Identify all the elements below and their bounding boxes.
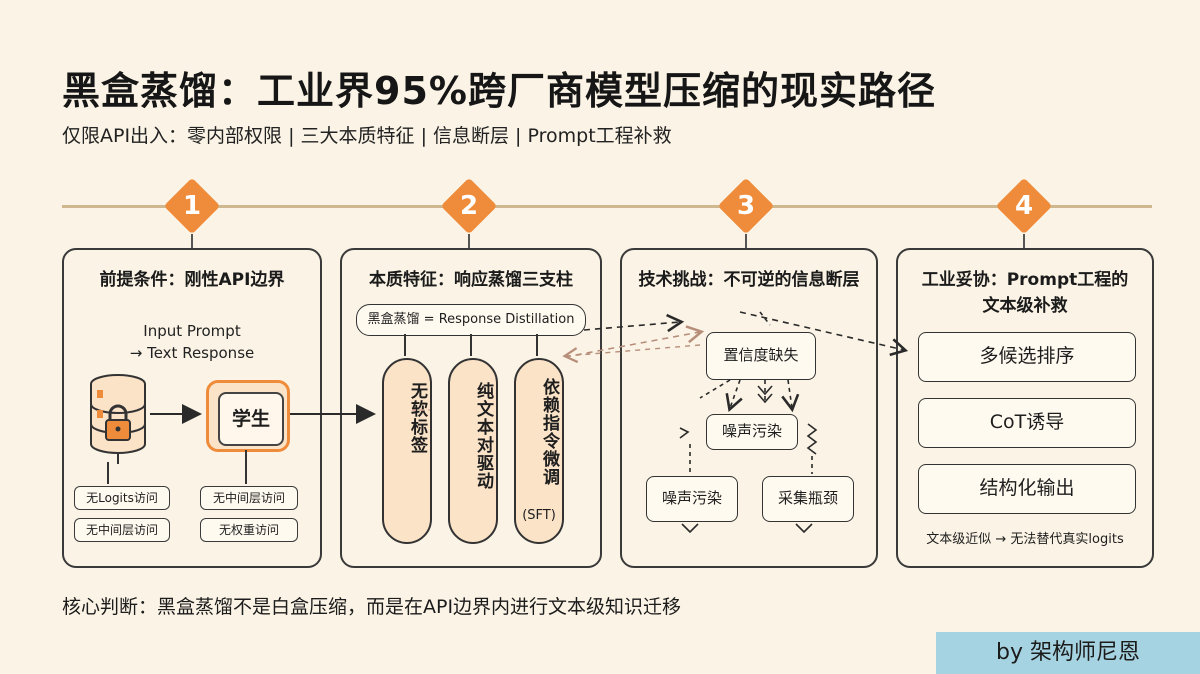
panel-challenges: 技术挑战：不可逆的信息断层 置信度缺失 噪声污染 噪声污染 采集瓶颈 <box>620 248 878 568</box>
page-subtitle: 仅限API出入：零内部权限 | 三大本质特征 | 信息断层 | Prompt工程… <box>62 125 672 147</box>
step-number: 3 <box>736 191 756 221</box>
restriction-chip: 无权重访问 <box>200 518 298 542</box>
step-number: 2 <box>459 191 479 221</box>
approximation-note: 文本级近似 → 无法替代真实logits <box>926 532 1124 547</box>
panel-characteristics: 本质特征：响应蒸馏三支柱 黑盒蒸馏 = Response Distillatio… <box>340 248 602 568</box>
author-byline: by 架构师尼恩 <box>936 632 1200 674</box>
step-1-marker: 1 <box>163 177 221 235</box>
step-connector <box>468 234 470 248</box>
locked-database-icon <box>90 374 146 464</box>
panel-title-line-2: 文本级补救 <box>982 296 1068 316</box>
step-3-marker: 3 <box>717 177 775 235</box>
step-number: 1 <box>182 191 202 221</box>
noise-pollution-node: 噪声污染 <box>706 414 798 450</box>
step-connector <box>1023 234 1025 248</box>
io-line-2: → Text Response <box>129 344 255 362</box>
panel-prerequisites: 前提条件：刚性API边界 Input Prompt → Text Respons… <box>62 248 322 568</box>
pillar-text-pairs: 纯文本对驱动 <box>448 358 498 544</box>
step-number: 4 <box>1014 191 1034 221</box>
panel-title: 前提条件：刚性API边界 <box>99 270 285 290</box>
panel-title-line-1: 工业妥协：Prompt工程的 <box>921 270 1129 290</box>
student-label: 学生 <box>218 392 284 446</box>
pillar-instruction-tuning: 依赖指令微调 (SFT) <box>514 358 564 544</box>
restriction-chip: 无Logits访问 <box>74 486 170 510</box>
step-connector <box>745 234 747 248</box>
panel-industrial-compromise: 工业妥协：Prompt工程的 文本级补救 多候选排序 CoT诱导 结构化输出 文… <box>896 248 1154 568</box>
io-line-1: Input Prompt <box>143 322 241 340</box>
definition-pill: 黑盒蒸馏 = Response Distillation <box>356 304 586 336</box>
timeline-line <box>62 205 1152 208</box>
step-connector <box>191 234 193 248</box>
panel-title: 本质特征：响应蒸馏三支柱 <box>369 270 573 290</box>
panel-title: 技术挑战：不可逆的信息断层 <box>638 270 860 290</box>
pillar-label: 纯文本对驱动 <box>473 382 493 490</box>
fix-cot-induction: CoT诱导 <box>918 398 1136 448</box>
noise-pollution-bottom-node: 噪声污染 <box>646 476 738 522</box>
pillar-label: 无软标签 <box>407 382 427 454</box>
collection-bottleneck-node: 采集瓶颈 <box>762 476 854 522</box>
confidence-missing-node: 置信度缺失 <box>706 332 816 380</box>
fix-multi-candidate-ranking: 多候选排序 <box>918 332 1136 382</box>
pillar-no-soft-labels: 无软标签 <box>382 358 432 544</box>
student-model: 学生 <box>206 380 290 452</box>
restriction-chip: 无中间层访问 <box>200 486 298 510</box>
pillar-suffix: (SFT) <box>522 508 556 523</box>
pillar-label: 依赖指令微调 <box>539 378 559 486</box>
restriction-chip: 无中间层访问 <box>74 518 170 542</box>
page-title: 黑盒蒸馏：工业界95%跨厂商模型压缩的现实路径 <box>62 69 936 113</box>
core-judgment: 核心判断：黑盒蒸馏不是白盒压缩，而是在API边界内进行文本级知识迁移 <box>62 596 682 618</box>
step-4-marker: 4 <box>995 177 1053 235</box>
step-2-marker: 2 <box>440 177 498 235</box>
fix-structured-output: 结构化输出 <box>918 464 1136 514</box>
